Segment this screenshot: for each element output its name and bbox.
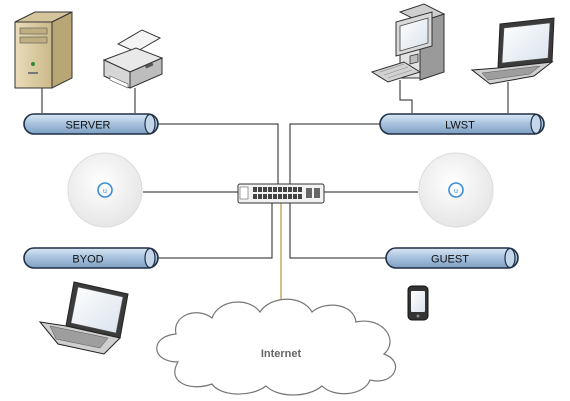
desktop-computer-icon [370,3,446,83]
cloud-icon: Internet [156,298,397,396]
laptop-icon [470,17,555,85]
network-switch-icon [237,183,325,204]
server-switch-link [158,123,279,184]
segment-server: SERVER [23,113,159,135]
laptop-icon-byod [38,281,129,355]
printer-icon [102,29,164,89]
wireless-access-point-left-icon: u [67,152,143,228]
segment-label-byod: BYOD [72,254,103,266]
desktop-link [399,80,413,113]
links [41,80,509,326]
segment-label-server: SERVER [65,120,110,132]
segment-label-guest: GUEST [431,254,469,266]
svg-text:u: u [454,188,458,195]
tower-server-icon [14,11,73,89]
mobile-phone-icon [407,285,429,321]
segment-byod: BYOD [23,247,159,269]
wireless-access-point-right-icon: u [418,152,494,228]
segment-guest: GUEST [385,247,519,269]
byod-switch-link [158,203,273,259]
segment-label-lwst: LWST [445,120,475,132]
lwst-switch-link [289,123,380,184]
cloud-label: Internet [261,348,302,360]
svg-text:u: u [103,188,107,195]
segment-lwst: LWST [379,113,545,135]
guest-switch-link [289,203,386,259]
